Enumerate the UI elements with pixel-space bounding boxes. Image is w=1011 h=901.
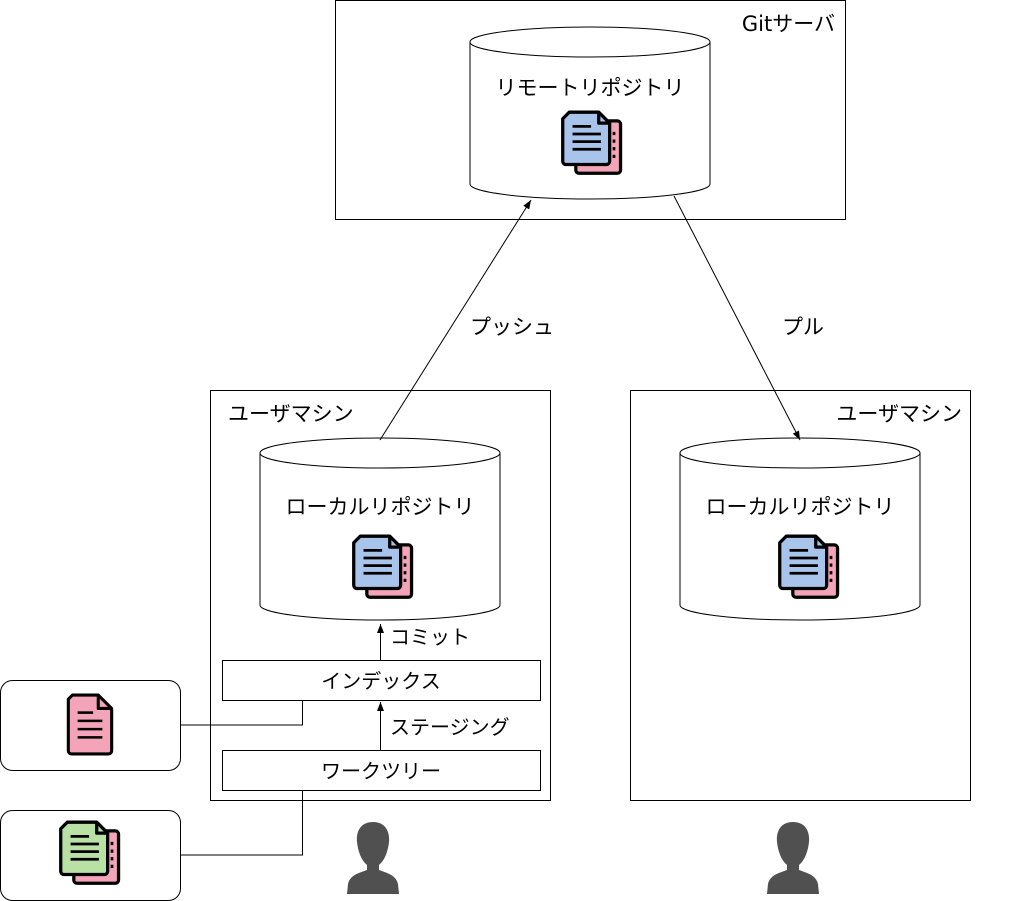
worktree-files-card <box>0 810 181 901</box>
worktree-label: ワークツリー <box>321 759 441 783</box>
pull-arrow <box>673 195 801 441</box>
index-box: インデックス <box>222 660 541 701</box>
user-icon <box>347 822 399 894</box>
local-repository-left: ローカルリポジトリ <box>259 437 501 621</box>
staged-file-card <box>0 680 181 771</box>
local-repository-right: ローカルリポジトリ <box>679 437 921 621</box>
remote-repository-label: リモートリポジトリ <box>496 76 685 100</box>
local-repository-left-label: ローカルリポジトリ <box>286 495 475 519</box>
worktree-box: ワークツリー <box>222 750 541 791</box>
staging-label: ステージング <box>390 715 510 739</box>
documents-icon <box>561 110 623 176</box>
local-repository-right-label: ローカルリポジトリ <box>706 495 895 519</box>
documents-icon <box>778 534 840 599</box>
index-label: インデックス <box>321 669 440 693</box>
worktree-files-connector <box>180 791 303 856</box>
user-machine-right-label: ユーザマシン <box>836 402 962 426</box>
push-label: プッシュ <box>470 315 554 339</box>
documents-icon <box>58 820 121 885</box>
staged-file-connector <box>180 701 303 726</box>
pull-label: プル <box>782 315 824 339</box>
document-icon <box>66 693 114 756</box>
git-server-label: Gitサーバ <box>742 12 835 36</box>
documents-icon <box>351 534 414 599</box>
user-icon <box>767 822 819 894</box>
commit-label: コミット <box>390 625 470 649</box>
push-arrow <box>379 199 532 441</box>
user-machine-left-label: ユーザマシン <box>228 402 354 426</box>
remote-repository: リモートリポジトリ <box>469 26 711 200</box>
